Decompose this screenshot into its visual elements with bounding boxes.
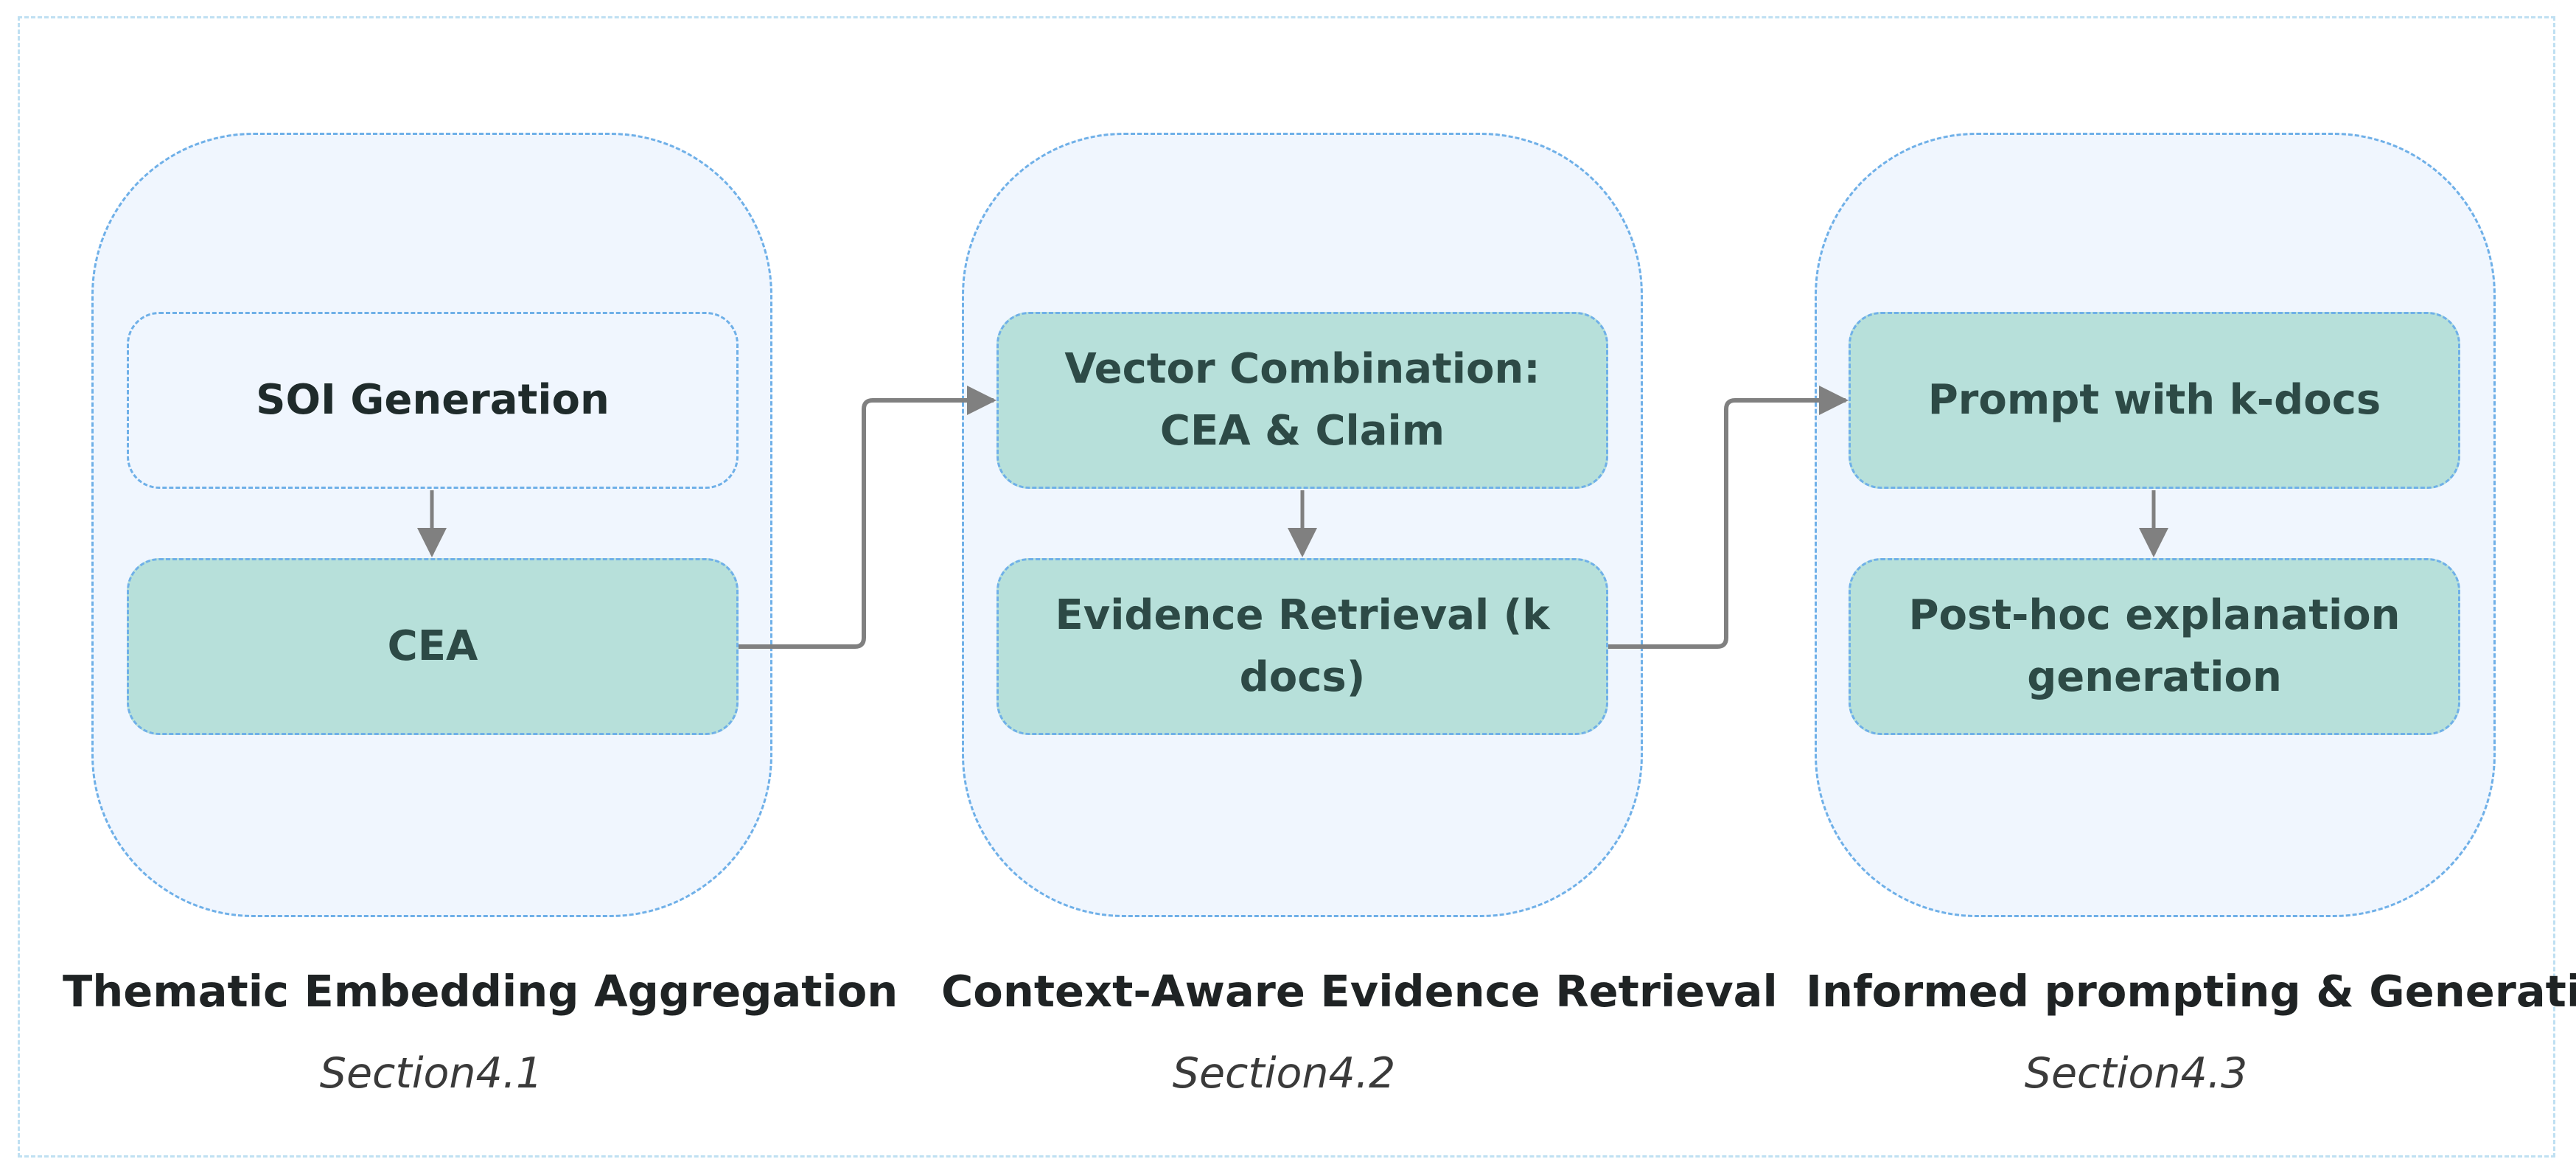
- box-post-hoc-explanation: Post-hoc explanation generation: [1849, 558, 2460, 735]
- section-label-2: Section4.2: [1172, 1049, 1396, 1098]
- stage-title-1: Thematic Embedding Aggregation: [63, 966, 898, 1017]
- stage-thematic-embedding: [91, 133, 772, 917]
- box-cea: CEA: [127, 558, 739, 735]
- arrow-retrieval-to-prompt: [1608, 386, 1849, 649]
- section-label-3: Section4.3: [2024, 1049, 2248, 1098]
- section-label-1: Section4.1: [319, 1049, 543, 1098]
- box-prompt-k-docs: Prompt with k-docs: [1849, 312, 2460, 489]
- box-soi-generation: SOI Generation: [127, 312, 739, 489]
- arrow-cea-to-vector: [739, 386, 996, 649]
- diagram-frame: [18, 16, 2555, 1158]
- stage-title-2: Context-Aware Evidence Retrieval: [941, 966, 1778, 1017]
- stage-title-3: Informed prompting & Generation: [1806, 966, 2576, 1017]
- box-vector-combination: Vector Combination: CEA & Claim: [996, 312, 1608, 489]
- box-evidence-retrieval: Evidence Retrieval (k docs): [996, 558, 1608, 735]
